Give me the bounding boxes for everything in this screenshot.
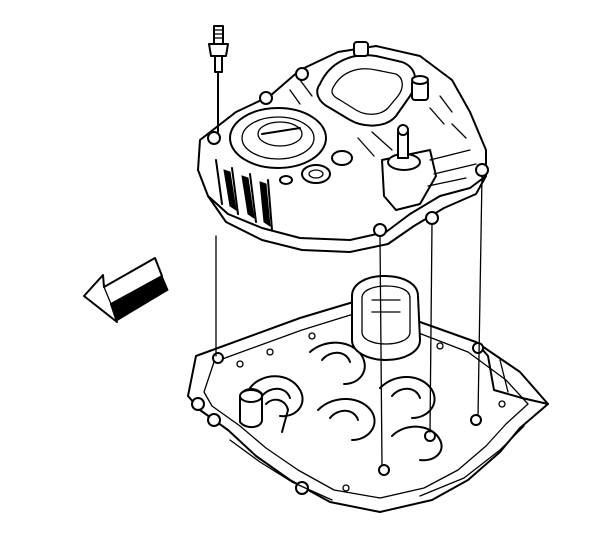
throttle-body-opening	[229, 107, 327, 169]
lower-intake-manifold	[187, 275, 549, 513]
bolt-alignment-lines	[215, 175, 483, 467]
upper-intake-manifold	[197, 41, 489, 253]
mounting-stud	[208, 25, 229, 133]
direction-arrow-icon	[83, 257, 169, 323]
